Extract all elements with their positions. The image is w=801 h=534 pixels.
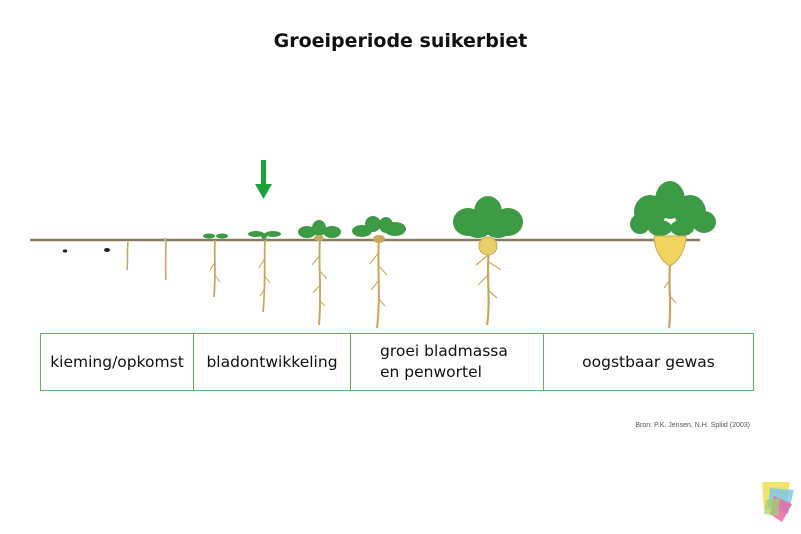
young-plant-1 [298,220,341,326]
mature-beet [630,181,716,329]
stage-leaf-and-root-growth: groei bladmassa en penwortel [350,334,543,390]
stage-leaf-and-root-growth-label: groei bladmassa en penwortel [380,342,508,381]
seed-2 [104,248,110,252]
source-citation: Bron: P.K. Jensen, N.H. Spliid (2003) [635,422,750,429]
seedling-cotyledon-2 [248,231,281,313]
seed-1 [62,249,68,253]
young-plant-2 [352,216,406,329]
seedling-cotyledon-1 [203,233,228,298]
page-title: Groeiperiode suikerbiet [273,30,528,52]
stage-harvestable: oogstbaar gewas [543,334,753,390]
growing-plant [453,196,523,326]
growth-stages-table: kieming/opkomst bladontwikkeling groei b… [40,333,754,391]
down-arrow-icon [255,160,272,199]
logo-icon [762,482,794,522]
stage-leaf-development: bladontwikkeling [193,334,350,390]
seedling-germinating-1 [126,241,129,271]
stage-germination: kieming/opkomst [50,352,184,371]
